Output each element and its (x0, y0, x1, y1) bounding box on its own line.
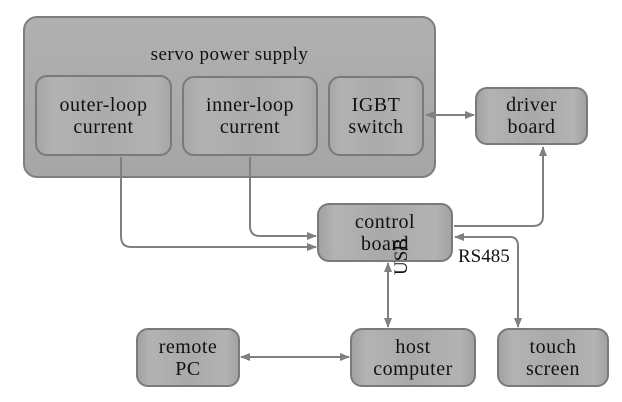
block-label: switch (348, 116, 404, 138)
connector-control-driver (454, 146, 547, 227)
block-label: IGBT (351, 94, 401, 116)
usb-label: USB (391, 238, 412, 275)
block-label: computer (373, 357, 453, 380)
group-title: servo power supply (150, 44, 309, 65)
connector-inner-loop-control (249, 157, 317, 240)
block-label: PC (175, 357, 201, 380)
block-label: inner-loop (206, 94, 294, 116)
connector-control-touch (454, 233, 522, 328)
block-label: current (219, 116, 281, 138)
block-label: current (73, 115, 134, 138)
block-label: control (354, 210, 416, 233)
connector-outer-loop-control (120, 157, 317, 251)
block-label: touch (529, 335, 577, 358)
rs485-label: RS485 (458, 246, 510, 267)
block-label: board (507, 116, 556, 138)
block-label: host (395, 335, 431, 358)
block-label: board (360, 232, 410, 255)
block-label: outer-loop (59, 93, 148, 116)
block-label: screen (525, 357, 581, 380)
block-label: driver (506, 94, 557, 116)
block-label: remote (158, 335, 218, 358)
